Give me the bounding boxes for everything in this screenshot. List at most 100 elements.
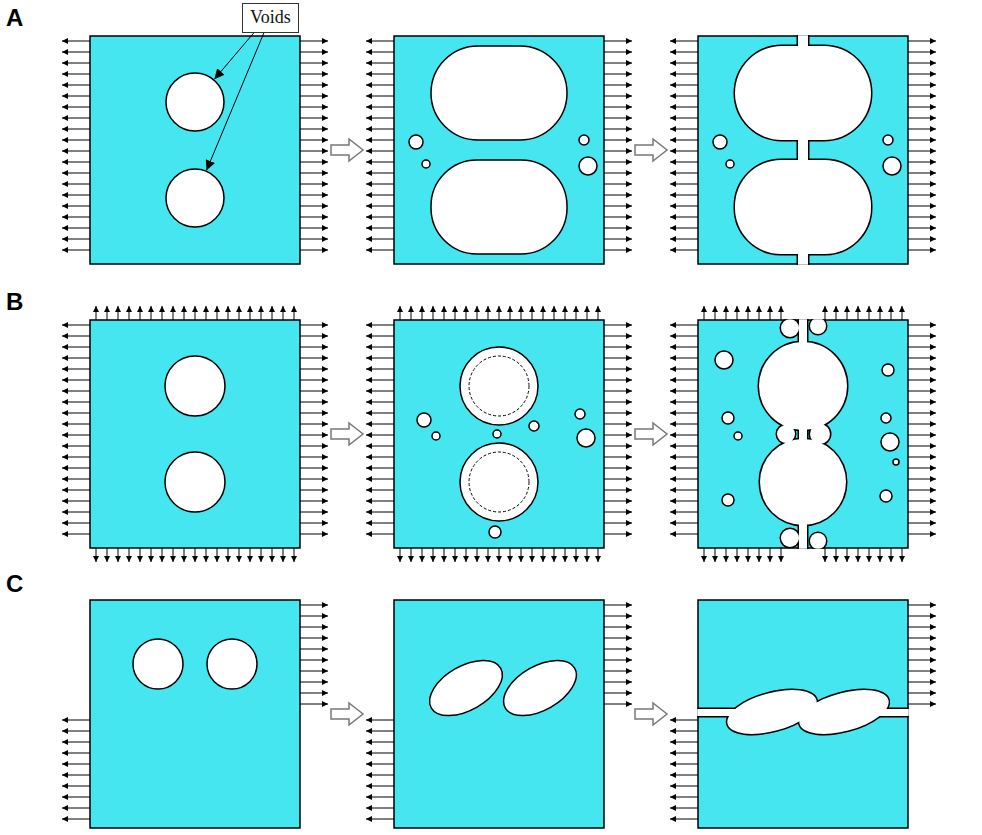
load-arrow bbox=[411, 306, 412, 320]
void bbox=[722, 412, 734, 424]
load-arrow bbox=[300, 671, 328, 672]
load-arrow bbox=[300, 391, 328, 392]
load-arrow bbox=[604, 693, 632, 694]
load-arrow bbox=[300, 74, 328, 75]
load-arrow bbox=[366, 173, 394, 174]
callout-box: Voids bbox=[242, 3, 299, 33]
load-arrow bbox=[604, 206, 632, 207]
load-arrow bbox=[908, 107, 936, 108]
load-arrow bbox=[670, 479, 698, 480]
load-arrow bbox=[715, 306, 716, 320]
void-outline bbox=[810, 319, 826, 334]
void bbox=[431, 160, 567, 254]
load-arrow bbox=[836, 548, 837, 562]
void bbox=[432, 432, 440, 440]
load-arrow bbox=[300, 369, 328, 370]
load-arrow bbox=[300, 217, 328, 218]
load-arrow bbox=[880, 306, 881, 320]
load-arrow bbox=[670, 52, 698, 53]
load-arrow bbox=[140, 548, 141, 562]
load-arrow bbox=[366, 151, 394, 152]
void bbox=[422, 160, 430, 168]
load-arrow bbox=[825, 548, 826, 562]
load-arrow bbox=[770, 548, 771, 562]
load-arrow bbox=[466, 306, 467, 320]
load-arrow bbox=[715, 548, 716, 562]
load-arrow bbox=[576, 306, 577, 320]
void bbox=[133, 639, 183, 689]
load-arrow bbox=[151, 306, 152, 320]
load-arrow bbox=[908, 369, 936, 370]
load-arrow bbox=[366, 479, 394, 480]
load-arrow bbox=[499, 306, 500, 320]
void bbox=[893, 459, 899, 465]
load-arrow bbox=[366, 195, 394, 196]
load-arrow bbox=[366, 380, 394, 381]
load-arrow bbox=[62, 446, 90, 447]
load-arrow bbox=[228, 548, 229, 562]
load-arrow bbox=[300, 638, 328, 639]
load-arrow bbox=[444, 306, 445, 320]
load-arrow bbox=[891, 548, 892, 562]
load-arrow bbox=[433, 548, 434, 562]
load-arrow bbox=[748, 548, 749, 562]
load-arrow bbox=[908, 358, 936, 359]
load-arrow bbox=[670, 151, 698, 152]
load-arrow bbox=[239, 306, 240, 320]
load-arrow bbox=[670, 523, 698, 524]
load-arrow bbox=[670, 217, 698, 218]
leader-arrow bbox=[214, 33, 254, 80]
load-arrow bbox=[670, 358, 698, 359]
load-arrow bbox=[604, 605, 632, 606]
load-arrow bbox=[908, 162, 936, 163]
load-arrow bbox=[902, 548, 903, 562]
load-arrow bbox=[908, 446, 936, 447]
load-arrow bbox=[670, 74, 698, 75]
void bbox=[881, 433, 899, 451]
void bbox=[734, 432, 742, 440]
void bbox=[880, 490, 892, 502]
load-arrow bbox=[62, 325, 90, 326]
load-arrow bbox=[704, 306, 705, 320]
load-arrow bbox=[908, 195, 936, 196]
load-arrow bbox=[62, 336, 90, 337]
load-arrow bbox=[908, 534, 936, 535]
load-arrow bbox=[604, 358, 632, 359]
void-outline bbox=[697, 709, 909, 716]
load-arrow bbox=[759, 306, 760, 320]
load-arrow bbox=[366, 742, 394, 743]
load-arrow bbox=[510, 548, 511, 562]
load-arrow bbox=[604, 195, 632, 196]
load-arrow bbox=[300, 457, 328, 458]
load-arrow bbox=[604, 369, 632, 370]
load-arrow bbox=[300, 435, 328, 436]
load-arrow bbox=[422, 306, 423, 320]
load-arrow bbox=[300, 649, 328, 650]
load-arrow bbox=[62, 151, 90, 152]
load-arrow bbox=[604, 41, 632, 42]
load-arrow bbox=[737, 548, 738, 562]
void bbox=[575, 409, 585, 419]
load-arrow bbox=[670, 173, 698, 174]
load-arrow bbox=[206, 306, 207, 320]
matrix-block bbox=[90, 36, 300, 264]
load-arrow bbox=[62, 140, 90, 141]
load-arrow bbox=[908, 468, 936, 469]
load-arrow bbox=[300, 107, 328, 108]
load-arrow bbox=[366, 96, 394, 97]
void-fill bbox=[781, 319, 799, 337]
void-outline bbox=[798, 35, 808, 265]
load-arrow bbox=[891, 306, 892, 320]
load-arrow bbox=[521, 306, 522, 320]
load-arrow bbox=[576, 548, 577, 562]
matrix-block bbox=[394, 600, 604, 828]
load-arrow bbox=[62, 819, 90, 820]
load-arrow bbox=[366, 413, 394, 414]
void bbox=[579, 135, 589, 145]
load-arrow bbox=[62, 173, 90, 174]
load-arrow bbox=[670, 184, 698, 185]
load-arrow bbox=[670, 819, 698, 820]
load-arrow bbox=[604, 435, 632, 436]
load-arrow bbox=[62, 786, 90, 787]
load-arrow bbox=[847, 548, 848, 562]
